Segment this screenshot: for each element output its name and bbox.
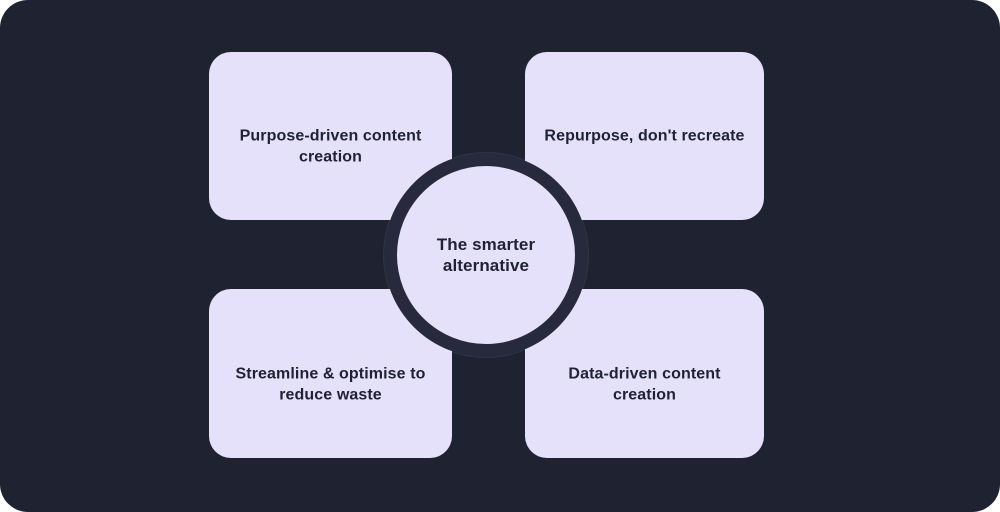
- card-label-line: creation: [612, 386, 677, 403]
- card-label: Purpose-driven content creation: [219, 126, 442, 168]
- card-label-line: reduce waste: [279, 386, 382, 403]
- card-label-line: Data-driven content: [568, 365, 721, 382]
- card-label: Streamline & optimise to reduce waste: [219, 363, 442, 405]
- card-label-line: creation: [298, 148, 363, 166]
- center-circle-label-line: alternative: [442, 256, 530, 275]
- card-label-line: Streamline & optimise to: [235, 365, 426, 382]
- card-label: Repurpose, don't recreate: [535, 126, 754, 147]
- card-label-line: Purpose-driven content: [239, 127, 422, 145]
- center-circle-smarter-alternative: The smarter alternative: [384, 153, 588, 357]
- center-circle-label-line: The smarter: [436, 234, 536, 254]
- card-label: Data-driven content creation: [535, 363, 754, 405]
- card-purpose-driven-content-creation: Purpose-driven content creation: [209, 52, 452, 220]
- card-repurpose-dont-recreate: Repurpose, don't recreate: [525, 52, 764, 220]
- card-label-line: Repurpose, don't recreate: [544, 127, 745, 145]
- center-circle-label: The smarter alternative: [437, 234, 535, 277]
